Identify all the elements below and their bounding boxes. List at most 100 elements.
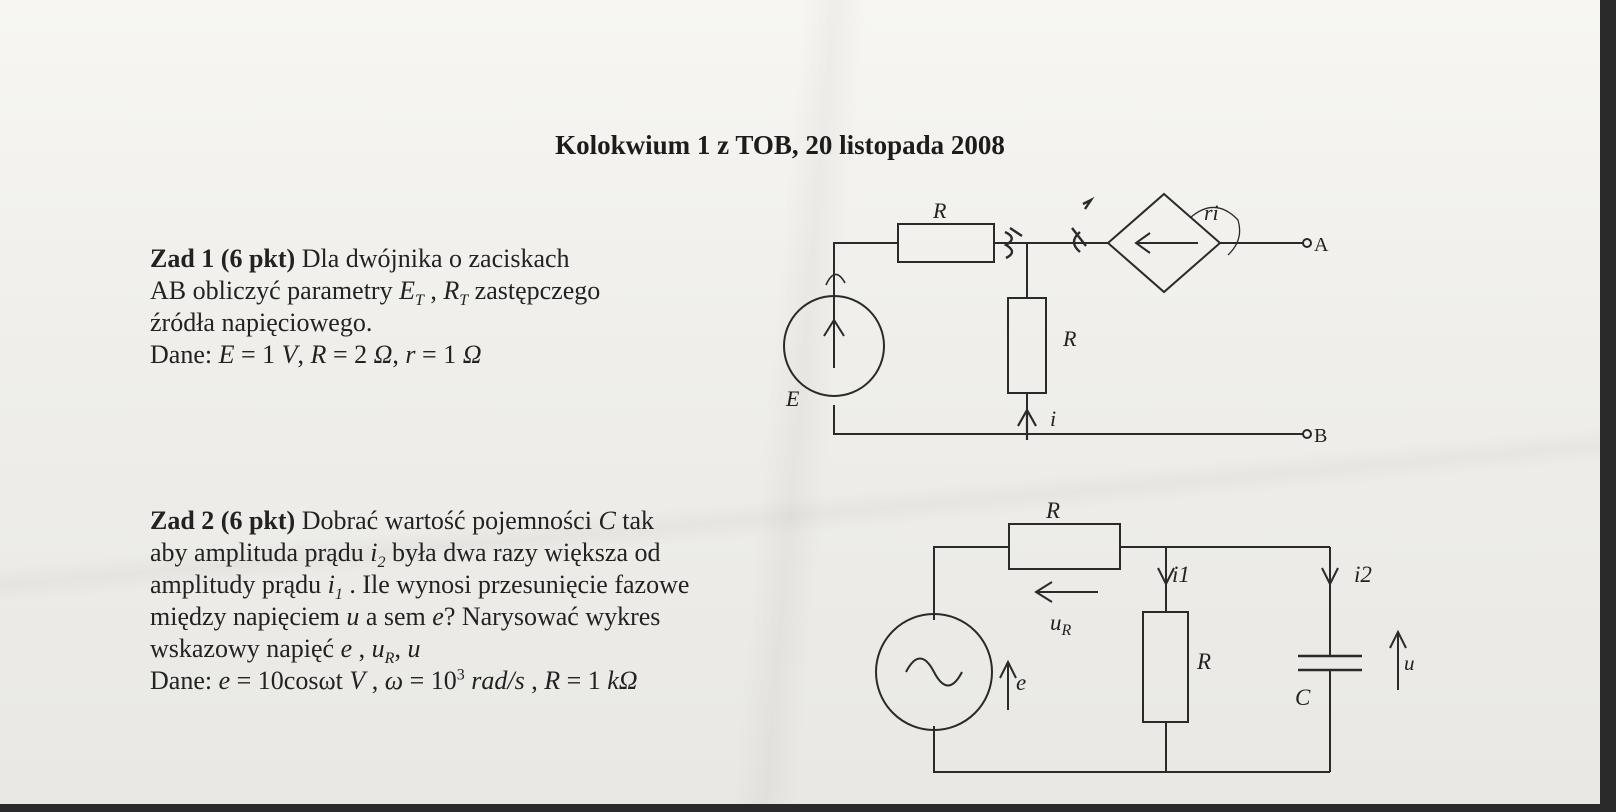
separator: ,: [423, 276, 444, 305]
subscript-1: 1: [334, 586, 343, 604]
symbol-omega: ω: [384, 666, 404, 695]
value: = 2: [326, 340, 374, 369]
label-u: u: [1404, 651, 1415, 675]
page-title: Kolokwium 1 z TOB, 20 listopada 2008: [555, 130, 1005, 160]
task-1-line-3: źródła napięciowego.: [150, 308, 373, 337]
circuit-2-labels: R R C i1 i2 uR e u: [1016, 498, 1415, 710]
subscript-R: R: [384, 650, 395, 668]
value: = 10: [403, 666, 457, 695]
circuit-1-labels: R R ri E i A B: [785, 198, 1329, 447]
label-C: C: [1295, 685, 1311, 710]
label-uR: uR: [1050, 610, 1072, 639]
symbol-R: R: [443, 276, 460, 305]
symbol-e: e: [340, 634, 353, 663]
task-2-line-2: aby amplituda prądu i2 była dwa razy wię…: [150, 537, 689, 571]
label-B: B: [1314, 425, 1327, 447]
dependent-source-arrow: [1134, 232, 1198, 254]
handwritten-mark: [1003, 227, 1023, 260]
source-arrow: [823, 318, 845, 368]
value: = 1: [234, 340, 282, 369]
symbol-R: R: [310, 340, 327, 369]
task-1-given-data: Dane: E = 1 V, R = 2 Ω, r = 1 Ω: [150, 339, 600, 371]
resistor-middle: [1142, 611, 1189, 723]
label-A: A: [1314, 234, 1329, 256]
dependent-source: [1106, 192, 1222, 294]
wire: [933, 726, 1330, 773]
label-subscript-R: R: [1061, 622, 1072, 639]
label-i: i: [1050, 406, 1056, 431]
label-i2: i2: [1354, 562, 1372, 587]
symbol-R: R: [544, 666, 561, 695]
separator: ,: [394, 634, 408, 663]
unit-ohm: Ω: [462, 340, 482, 369]
label-R-vertical: R: [1062, 326, 1077, 351]
given-label: Dane:: [150, 340, 219, 369]
task-1-label: Zad 1 (6 pkt): [150, 244, 296, 273]
task-2-text-fragment: była dwa razy większa od: [385, 538, 661, 567]
unit-rad-s: rad/s: [471, 666, 525, 695]
subscript-T: T: [459, 292, 469, 310]
handwritten-loop: [1189, 206, 1241, 256]
task-2-text-fragment: między napięciem: [150, 602, 347, 631]
task-2-text-fragment: Dobrać wartość pojemności: [295, 506, 599, 535]
separator: ,: [524, 666, 545, 695]
value: = 10cosωt: [230, 666, 350, 695]
symbol-e: e: [432, 602, 444, 631]
symbol-C: C: [598, 506, 616, 535]
task-2-line-4: między napięciem u a sem e? Narysować wy…: [150, 601, 689, 633]
wire: [933, 546, 1009, 620]
current-arrow-i: [1017, 407, 1037, 440]
current-arrow-i2: [1321, 560, 1339, 587]
unit-V: V: [349, 666, 366, 695]
terminal-A: [1302, 238, 1312, 248]
task-1-text: Zad 1 (6 pkt) Dla dwójnika o zaciskach A…: [150, 243, 600, 371]
separator: ,: [352, 634, 372, 663]
subscript-T: T: [414, 292, 424, 310]
task-2-text-fragment: ? Narysować wykres: [443, 602, 661, 631]
task-2-line-5: wskazowy napięć e , uR, u: [150, 633, 689, 668]
label-R-top: R: [932, 198, 947, 223]
task-1-line-2: AB obliczyć parametry ET , RT zastępczeg…: [150, 275, 601, 310]
symbol-e: e: [218, 666, 231, 695]
label-i1: i1: [1172, 562, 1190, 587]
unit-V: V: [281, 340, 298, 369]
task-2-text-fragment: . Ile wynosi przesunięcie fazowe: [342, 570, 690, 599]
task-2-text-fragment: tak: [615, 506, 655, 535]
task-2-line-1: Zad 2 (6 pkt) Dobrać wartość pojemności …: [150, 505, 689, 537]
resistor-top: [1008, 523, 1121, 570]
task-1-text-fragment: Dla dwójnika o zaciskach: [295, 244, 570, 273]
resistor-vertical: [1007, 297, 1047, 394]
handwritten-arc: [825, 273, 846, 286]
resistor-top: [897, 223, 995, 263]
voltage-source: [783, 295, 885, 397]
symbol-i: i: [370, 538, 378, 567]
ac-sine-icon: [905, 657, 963, 687]
value: = 1: [415, 340, 463, 369]
unit-ohm: Ω: [373, 340, 393, 369]
task-2-text-fragment: a sem: [359, 602, 433, 631]
symbol-r: r: [405, 340, 416, 369]
symbol-u: u: [371, 634, 385, 663]
current-arrow-i1: [1157, 560, 1175, 587]
task-2-text: Zad 2 (6 pkt) Dobrać wartość pojemności …: [150, 505, 689, 697]
separator: ,: [365, 666, 385, 695]
capacitor: [1298, 654, 1362, 672]
task-2-line-3: amplitudy prądu i1 . Ile wynosi przesuni…: [150, 569, 690, 604]
symbol-u: u: [346, 602, 360, 631]
voltage-arrow-u: [1389, 629, 1407, 690]
wire: [833, 242, 898, 368]
terminal-B: [1302, 429, 1312, 439]
task-2-text-fragment: amplitudy prądu: [150, 570, 328, 599]
task-1-text-fragment: zastępczego: [468, 276, 601, 305]
label-R-middle: R: [1196, 649, 1211, 674]
symbol-E: E: [399, 276, 415, 305]
label-R-top: R: [1045, 498, 1060, 523]
label-ri: ri: [1204, 200, 1219, 225]
voltage-arrow-e: [999, 659, 1017, 710]
unit-kohm: kΩ: [607, 666, 638, 695]
circuit-1: [783, 192, 1312, 440]
task-2-label: Zad 2 (6 pkt): [150, 506, 296, 535]
ac-source: [875, 613, 993, 731]
